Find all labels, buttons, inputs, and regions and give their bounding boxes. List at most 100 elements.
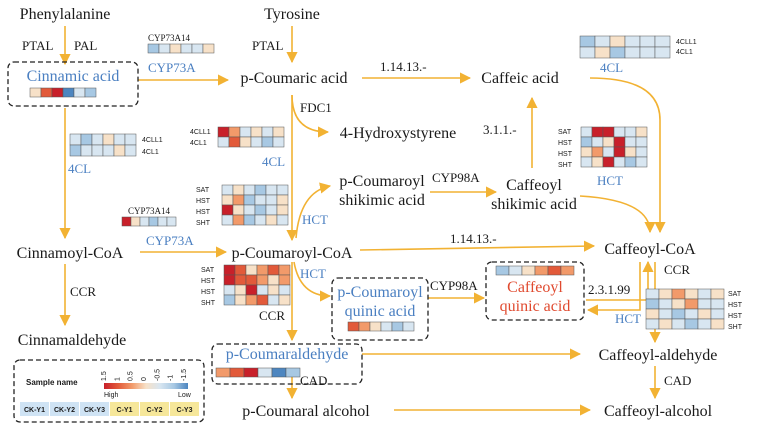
- heatmap-cell: [221, 184, 234, 196]
- legend-scale-tick: -1: [168, 375, 175, 381]
- enzyme-hct-right-top: HCT: [597, 173, 623, 188]
- enzyme-cad-mid: CAD: [300, 373, 327, 388]
- node-phenylalanine: Phenylalanine: [20, 6, 111, 23]
- gene-label: 4CL1: [676, 49, 693, 56]
- heatmap-cell: [232, 204, 245, 216]
- node-p-coumaroyl-quinic-line1: p-Coumaroyl: [337, 284, 423, 301]
- heatmap-cell: [254, 204, 267, 216]
- heatmap-cell: [380, 321, 393, 332]
- heatmap-cell: [594, 35, 611, 48]
- heatmap-cell: [591, 146, 604, 158]
- heatmap-cell: [157, 216, 168, 227]
- gene-label: HST: [201, 289, 216, 296]
- heatmap-cell: [495, 265, 510, 276]
- caffeoyl-quinic-box: [485, 261, 585, 321]
- enzyme-1-14-13-top: 1.14.13.-: [380, 59, 427, 74]
- heatmap-cell: [223, 294, 236, 306]
- node-p-coumaraldehyde: p-Coumaraldehyde: [226, 346, 349, 363]
- gene-label: HST: [728, 313, 743, 320]
- heatmap-caffeoyl-quinic: [495, 265, 575, 276]
- heatmap-cell: [234, 274, 247, 286]
- heatmap-cell: [29, 87, 42, 98]
- legend-scale-tick: 1: [114, 377, 121, 381]
- enzyme-cyp98a-top: CYP98A: [432, 170, 480, 185]
- enzyme-pal: PAL: [74, 38, 97, 53]
- enzyme-hct-right-bottom: HCT: [615, 311, 641, 326]
- heatmap-cell: [69, 144, 82, 157]
- gene-label: SAT: [558, 129, 572, 136]
- heatmap-cell: [710, 298, 725, 310]
- legend-sample-swatch: [50, 402, 79, 416]
- heatmap-cell: [217, 126, 230, 138]
- heatmap-cell: [658, 308, 673, 320]
- heatmap-cell: [508, 265, 523, 276]
- gene-label: SAT: [728, 291, 742, 298]
- heatmap-cell: [547, 265, 562, 276]
- arrow-caffeoylshikimic-caffeoylcoa: [579, 195, 656, 234]
- legend-sample-swatch: [20, 402, 49, 416]
- heatmap-cell: [202, 43, 215, 54]
- heatmap-cell: [232, 184, 245, 196]
- heatmap-cell: [250, 136, 263, 148]
- heatmap-cell: [228, 126, 241, 138]
- heatmap-cell: [223, 284, 236, 296]
- node-p-coumaric-acid: p-Coumaric acid: [240, 70, 347, 87]
- enzyme-ccr-mid: CCR: [259, 308, 285, 323]
- heatmap-cell: [180, 43, 193, 54]
- enzyme-cyp73a-mid: CYP73A: [146, 233, 194, 248]
- heatmap-cell: [658, 298, 673, 310]
- heatmap-cell: [243, 184, 256, 196]
- heatmap-cell: [261, 136, 274, 148]
- enzyme-hct-mid: HCT: [302, 212, 328, 227]
- heatmap-cell: [276, 204, 289, 216]
- heatmap-cell: [254, 214, 267, 226]
- heatmap-cell: [671, 308, 686, 320]
- heatmap-cell: [223, 264, 236, 276]
- heatmap-mid-hct: [221, 184, 289, 226]
- heatmap-cell: [40, 87, 53, 98]
- heatmap-cell: [624, 146, 637, 158]
- heatmap-cell: [624, 35, 641, 48]
- heatmap-cell: [639, 46, 656, 59]
- heatmap-cell: [69, 133, 82, 146]
- heatmap-cell: [594, 46, 611, 59]
- heatmap-cell: [624, 46, 641, 59]
- heatmap-cell: [265, 204, 278, 216]
- node-caffeoyl-quinic-line2: quinic acid: [500, 298, 571, 315]
- heatmap-cell: [91, 133, 104, 146]
- heatmap-cell: [613, 146, 626, 158]
- heatmap-cell: [635, 156, 648, 168]
- heatmap-cell: [580, 146, 593, 158]
- arrow-caffeic-caffeoylcoa: [589, 77, 666, 234]
- heatmap-cell: [139, 216, 150, 227]
- gene-label: HST: [201, 278, 216, 285]
- node-p-coumaroyl-coa: p-Coumaroyl-CoA: [232, 245, 353, 262]
- heatmap-cell: [580, 156, 593, 168]
- heatmap-cell: [191, 43, 204, 54]
- heatmap-cell: [124, 144, 137, 157]
- heatmap-cell: [243, 194, 256, 206]
- legend-high: High: [104, 392, 119, 399]
- heatmap-cell: [613, 126, 626, 138]
- arrow-pcoumaroylcoa-caffeoylcoa: [359, 240, 596, 252]
- legend-scale-tick: -0.5: [154, 369, 161, 381]
- heatmap-cell: [124, 133, 137, 146]
- legend-scale-tick: 0: [141, 377, 148, 381]
- heatmap-cell: [102, 144, 115, 157]
- heatmap-cell: [602, 146, 615, 158]
- heatmap-cell: [579, 35, 596, 48]
- heatmap-cell: [239, 126, 252, 138]
- cinnamic-acid-box: [7, 61, 139, 107]
- legend-gradient-bar: [104, 383, 188, 389]
- heatmap-cell: [272, 136, 285, 148]
- heatmap-cell: [245, 264, 258, 276]
- heatmap-cell: [267, 284, 280, 296]
- legend-sample-swatch: [170, 402, 199, 416]
- arrow-pcoumaroylcoa-quinic: [293, 261, 332, 302]
- heatmap-cell: [278, 284, 291, 296]
- heatmap-cell: [113, 144, 126, 157]
- heatmap-cell: [579, 46, 596, 59]
- gene-label: HST: [558, 151, 573, 158]
